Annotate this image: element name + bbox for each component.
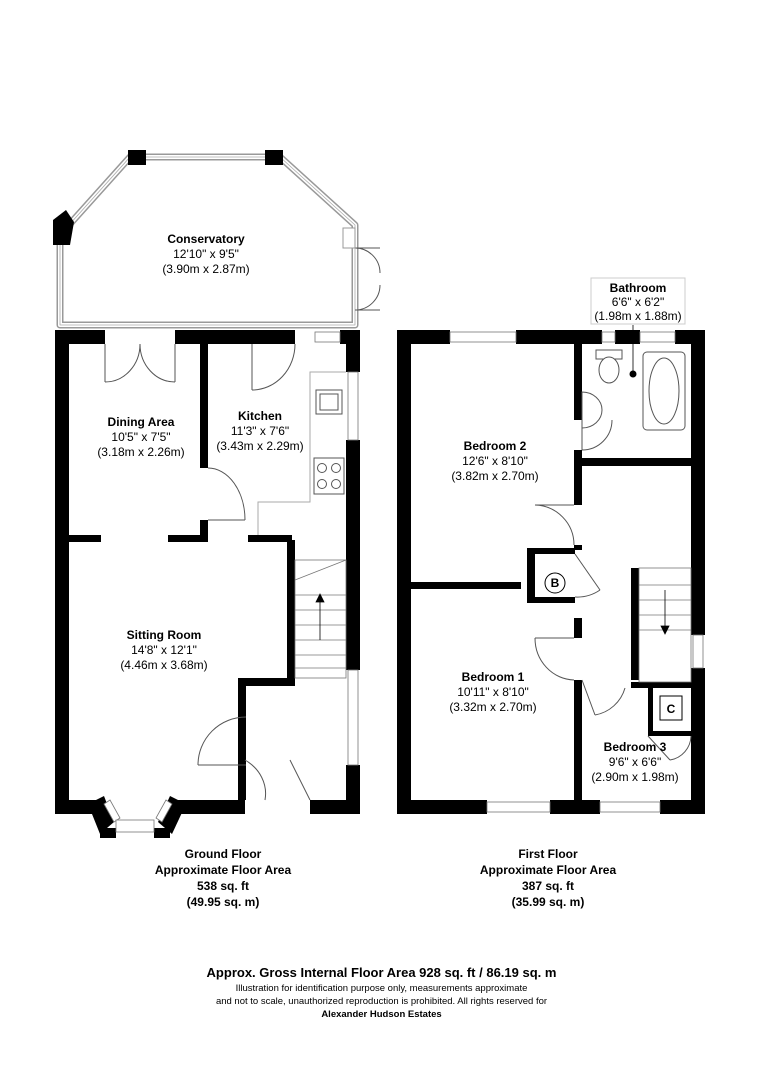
first-floor-plan bbox=[397, 277, 705, 814]
floor-name: First Floor bbox=[518, 847, 578, 861]
room-label-dining: Dining Area 10'5" x 7'5" (3.18m x 2.26m) bbox=[97, 415, 184, 459]
bay-window bbox=[103, 799, 173, 833]
room-label-bedroom1: Bedroom 1 10'11" x 8'10" (3.32m x 2.70m) bbox=[449, 670, 536, 714]
room-name: Sitting Room bbox=[127, 628, 202, 642]
kitchen-sink-icon bbox=[315, 389, 343, 415]
first-floor-staircase bbox=[638, 567, 692, 683]
room-label-sitting: Sitting Room 14'8" x 12'1" (4.46m x 3.68… bbox=[120, 628, 207, 672]
ground-floor-summary: Ground Floor Approximate Floor Area 538 … bbox=[118, 846, 328, 910]
boiler-marker bbox=[544, 572, 566, 594]
room-dim-imperial: 9'6" x 6'6" bbox=[609, 755, 661, 769]
floor-area-sqft: 387 sq. ft bbox=[521, 879, 575, 893]
room-dim-imperial: 14'8" x 12'1" bbox=[131, 643, 197, 657]
room-name: Bedroom 2 bbox=[464, 439, 527, 453]
conservatory-post bbox=[128, 150, 146, 165]
floor-area-label: Approximate Floor Area bbox=[154, 863, 292, 877]
hob-icon bbox=[313, 457, 345, 495]
room-dim-metric: (3.18m x 2.26m) bbox=[97, 445, 184, 459]
bathroom-marker-dot bbox=[629, 370, 637, 378]
windows bbox=[314, 331, 359, 766]
toilet-icon bbox=[595, 349, 623, 384]
room-dim-metric: (3.43m x 2.29m) bbox=[216, 439, 303, 453]
room-dim-metric: (3.90m x 2.87m) bbox=[162, 262, 249, 276]
floor-area-sqft: 538 sq. ft bbox=[196, 879, 250, 893]
ground-floor-walls bbox=[55, 330, 360, 838]
room-dim-imperial: 10'11" x 8'10" bbox=[457, 685, 529, 699]
room-dim-imperial: 6'6" x 6'2" bbox=[612, 295, 664, 309]
cupboard-label: C bbox=[667, 702, 676, 716]
room-label-bedroom3: Bedroom 3 9'6" x 6'6" (2.90m x 1.98m) bbox=[591, 740, 678, 784]
room-dim-imperial: 10'5" x 7'5" bbox=[111, 430, 170, 444]
gross-floor-area: Approx. Gross Internal Floor Area 928 sq… bbox=[206, 965, 557, 980]
first-floor-doors bbox=[534, 419, 692, 761]
ground-floor-staircase bbox=[294, 559, 347, 679]
room-label-bathroom: Bathroom 6'6" x 6'2" (1.98m x 1.88m) bbox=[594, 281, 681, 323]
room-dim-metric: (3.82m x 2.70m) bbox=[451, 469, 538, 483]
conservatory-post bbox=[53, 210, 74, 245]
floor-area-sqm: (49.95 sq. m) bbox=[186, 895, 260, 909]
first-floor-walls bbox=[397, 330, 705, 814]
bathroom-label-box bbox=[590, 277, 686, 325]
first-floor-summary: First Floor Approximate Floor Area 387 s… bbox=[443, 846, 653, 910]
room-name: Conservatory bbox=[167, 232, 245, 246]
room-label-kitchen: Kitchen 11'3" x 7'6" (3.43m x 2.29m) bbox=[216, 409, 303, 453]
ground-floor-plan bbox=[53, 150, 381, 838]
ground-floor-doors bbox=[104, 343, 346, 801]
first-floor-windows bbox=[449, 331, 704, 813]
room-dim-imperial: 12'10" x 9'5" bbox=[173, 247, 239, 261]
room-name: Bedroom 1 bbox=[462, 670, 525, 684]
footer: Approx. Gross Internal Floor Area 928 sq… bbox=[0, 964, 763, 1021]
room-name: Bedroom 3 bbox=[604, 740, 667, 754]
room-name: Dining Area bbox=[108, 415, 175, 429]
bath-icon bbox=[642, 351, 686, 431]
room-dim-metric: (3.32m x 2.70m) bbox=[449, 700, 536, 714]
room-label-bedroom2: Bedroom 2 12'6" x 8'10" (3.82m x 2.70m) bbox=[451, 439, 538, 483]
floor-name: Ground Floor bbox=[184, 847, 262, 861]
floor-area-label: Approximate Floor Area bbox=[479, 863, 617, 877]
room-name: Bathroom bbox=[610, 281, 667, 295]
conservatory-post bbox=[265, 150, 283, 165]
disclaimer-line-2: and not to scale, unauthorized reproduct… bbox=[215, 996, 548, 1007]
conservatory-french-doors bbox=[342, 227, 381, 311]
room-name: Kitchen bbox=[238, 409, 282, 423]
room-dim-imperial: 12'6" x 8'10" bbox=[462, 454, 528, 468]
room-dim-imperial: 11'3" x 7'6" bbox=[231, 424, 289, 438]
room-dim-metric: (2.90m x 1.98m) bbox=[591, 770, 678, 784]
room-label-conservatory: Conservatory 12'10" x 9'5" (3.90m x 2.87… bbox=[162, 232, 249, 276]
room-dim-metric: (4.46m x 3.68m) bbox=[120, 658, 207, 672]
floor-area-sqm: (35.99 sq. m) bbox=[511, 895, 585, 909]
cupboard-marker bbox=[659, 695, 683, 721]
disclaimer-line-1: Illustration for identification purpose … bbox=[235, 983, 528, 994]
room-dim-metric: (1.98m x 1.88m) bbox=[594, 309, 681, 323]
basin-icon bbox=[581, 391, 603, 429]
agency-name: Alexander Hudson Estates bbox=[321, 1009, 442, 1020]
boiler-label: B bbox=[551, 576, 560, 590]
